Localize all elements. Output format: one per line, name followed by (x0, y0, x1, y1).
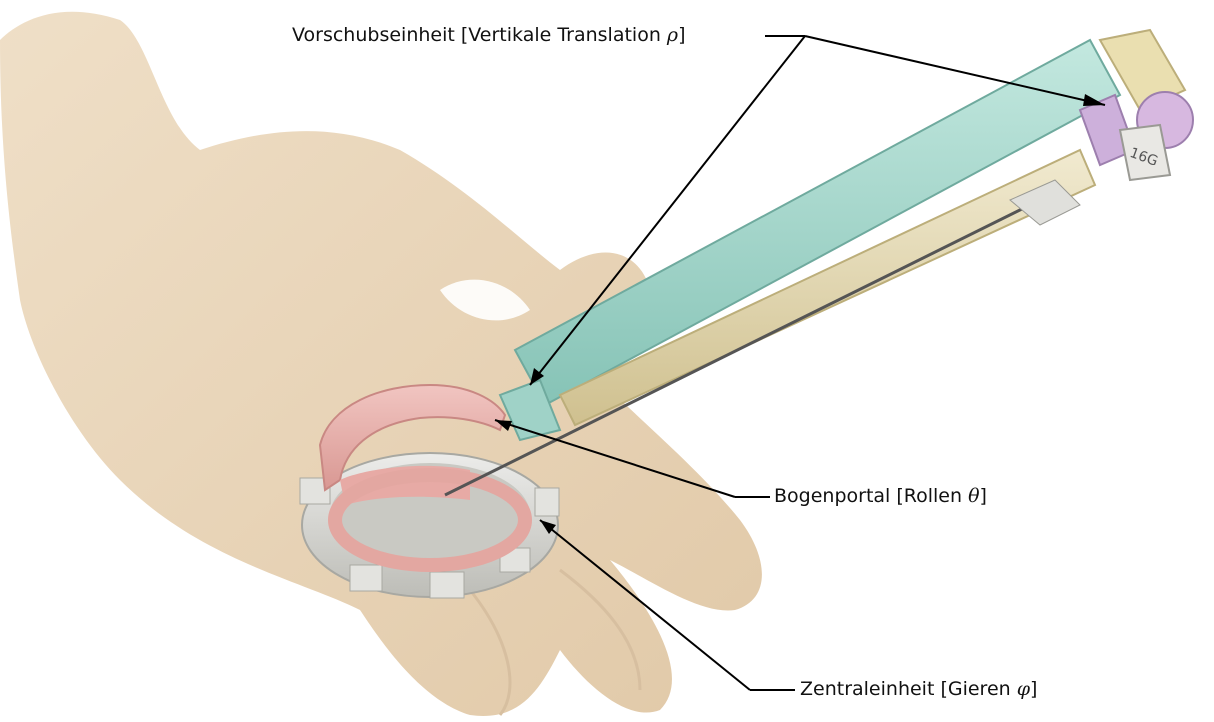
label-advance-unit: Vorschubseinheit [Vertikale Translation … (292, 26, 686, 45)
label-advance-unit-text: Vorschubseinheit [Vertikale Translation (292, 24, 667, 46)
label-arc-portal: Bogenportal [Rollen θ] (774, 487, 987, 506)
label-central-unit-symbol: φ (1017, 678, 1030, 700)
label-arc-portal-symbol: θ (968, 485, 979, 507)
label-advance-unit-symbol: ρ (667, 24, 678, 46)
label-arc-portal-close: ] (980, 485, 987, 507)
label-advance-unit-close: ] (678, 24, 685, 46)
label-central-unit-close: ] (1030, 678, 1037, 700)
label-arc-portal-text: Bogenportal [Rollen (774, 485, 968, 507)
label-central-unit-text: Zentraleinheit [Gieren (800, 678, 1017, 700)
label-central-unit: Zentraleinheit [Gieren φ] (800, 680, 1037, 699)
